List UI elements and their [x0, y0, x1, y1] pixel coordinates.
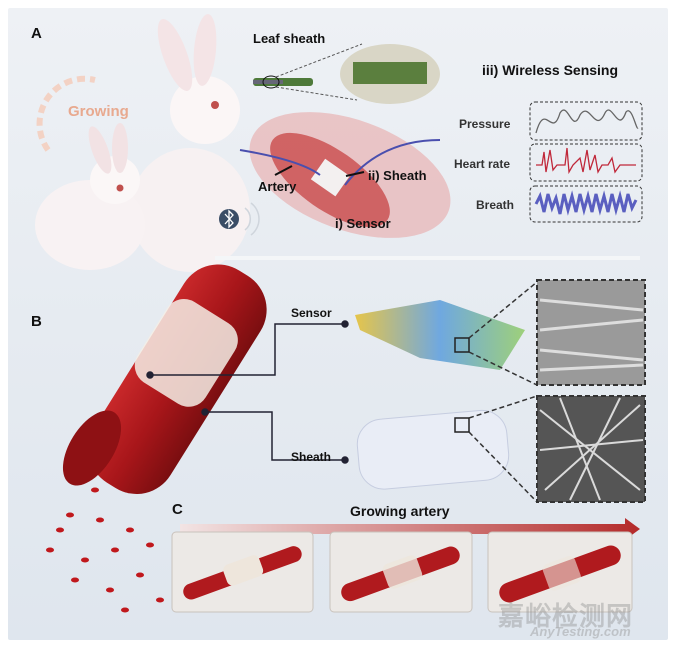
sensor-label: i) Sensor — [335, 216, 391, 231]
surgery-photo — [239, 112, 451, 238]
panel-label-c: C — [172, 501, 183, 518]
blood-cells — [46, 487, 164, 613]
sheath-mesh — [356, 409, 510, 490]
growing-arrow — [36, 75, 96, 152]
b-sensor-label: Sensor — [291, 306, 332, 320]
panel-label-b: B — [31, 313, 42, 330]
growing-label: Growing — [68, 103, 129, 120]
connector-lines — [146, 320, 349, 464]
artery-label: Artery — [258, 179, 297, 194]
b-sheath-label: Sheath — [291, 450, 332, 464]
panel-label-a: A — [31, 25, 42, 42]
breath-label: Breath — [476, 198, 515, 212]
watermark-cn: 嘉峪检测网 — [498, 601, 634, 631]
watermark-en: AnyTesting.com — [530, 624, 631, 639]
growing-artery-title: Growing artery — [350, 503, 450, 519]
leaf-sheath-label: Leaf sheath — [253, 31, 326, 46]
pressure-signal — [535, 109, 639, 134]
heart-rate-signal — [536, 147, 636, 175]
bluetooth-icon — [219, 202, 260, 236]
sensor-film — [355, 300, 525, 370]
pressure-label: Pressure — [459, 117, 511, 131]
heart-rate-label: Heart rate — [454, 157, 511, 171]
sheath-label: ii) Sheath — [368, 168, 427, 183]
signal-boxes — [529, 101, 643, 223]
artery-tube — [62, 264, 267, 494]
breath-signal — [534, 190, 638, 216]
leaf-sheath-image — [253, 43, 440, 104]
rabbit-illustration — [35, 14, 250, 272]
growth-stages — [171, 531, 633, 613]
growing-arrow-c — [180, 518, 640, 540]
wireless-sensing-title: iii) Wireless Sensing — [482, 62, 619, 78]
